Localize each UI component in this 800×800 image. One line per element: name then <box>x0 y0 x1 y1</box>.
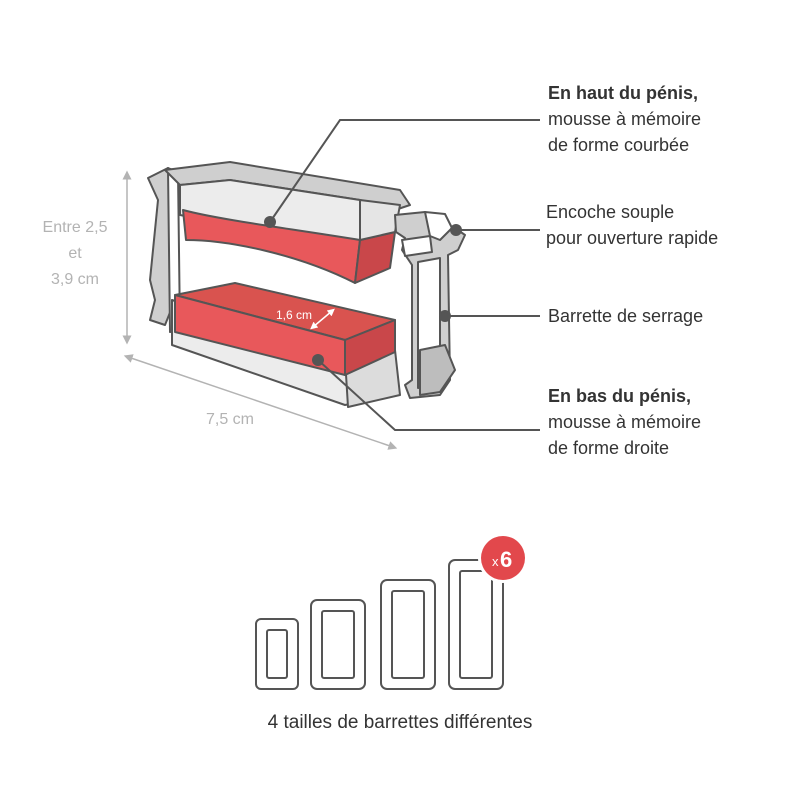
callout-top-foam-line1: mousse à mémoire <box>548 109 702 129</box>
lower-bar <box>171 282 401 408</box>
callout-notch-line2: pour ouverture rapide <box>546 228 719 248</box>
callout-notch-line1: Encoche souple <box>546 202 675 222</box>
length-dimension-arrow <box>123 354 398 450</box>
callout-clip: Barrette de serrage <box>548 303 703 329</box>
foam-width-arrow <box>310 308 335 330</box>
callout-dots <box>264 216 462 366</box>
size-clips <box>255 559 504 690</box>
callout-leaders <box>269 119 540 431</box>
clip-size-3 <box>380 579 436 690</box>
badge-count: 6 <box>500 547 512 572</box>
callout-bottom-foam-line2: de forme droite <box>548 438 670 458</box>
callout-bottom-foam: En bas du pénis, mousse à mémoire de for… <box>548 383 701 461</box>
callout-bottom-foam-line1: mousse à mémoire <box>548 412 702 432</box>
upper-bar <box>164 161 411 284</box>
height-dimension-line1: Entre 2,5 <box>42 219 108 236</box>
height-dimension-line2: et <box>68 245 82 262</box>
callout-top-foam-line2: de forme courbée <box>548 135 690 155</box>
quantity-badge: x 6 <box>478 533 528 583</box>
callout-top-foam: En haut du pénis, mousse à mémoire de fo… <box>548 80 701 158</box>
callout-clip-line1: Barrette de serrage <box>548 306 704 326</box>
clamp-clip <box>394 211 466 399</box>
callout-bottom-foam-title: En bas du pénis, <box>548 386 692 406</box>
clip-size-1 <box>255 618 299 690</box>
callout-top-foam-title: En haut du pénis, <box>548 83 699 103</box>
height-dimension-line3: 3,9 cm <box>50 271 99 288</box>
height-dimension-label: Entre 2,5 et 3,9 cm <box>20 215 130 293</box>
callout-notch: Encoche souple pour ouverture rapide <box>546 199 718 251</box>
clip-size-4 <box>448 559 504 690</box>
length-dimension-label: 7,5 cm <box>205 411 254 428</box>
sizes-caption: 4 tailles de barrettes différentes <box>267 712 533 733</box>
badge-prefix: x <box>492 554 499 569</box>
clip-size-2 <box>310 599 366 690</box>
foam-width-label: 1,6 cm <box>276 308 312 322</box>
